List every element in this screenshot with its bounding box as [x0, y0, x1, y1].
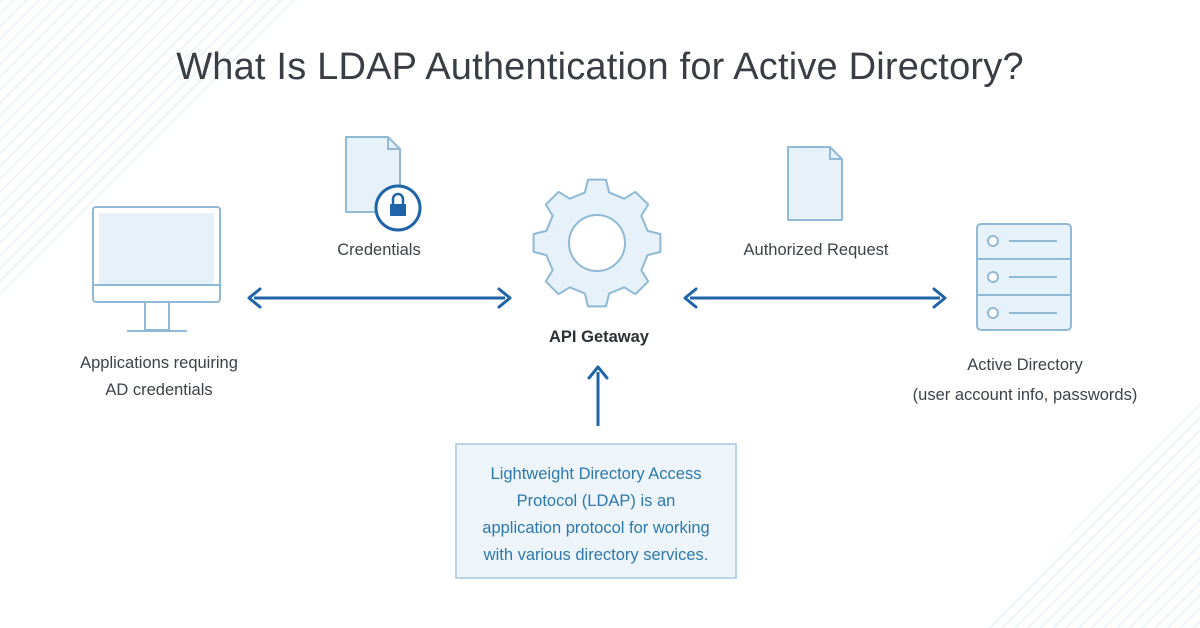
- hatch-bottom-right: [980, 400, 1200, 628]
- active-directory-line-2: (user account info, passwords): [912, 386, 1138, 404]
- document-icon: [787, 146, 843, 221]
- edge-label-credentials: Credentials: [337, 241, 421, 259]
- server-icon: [976, 223, 1072, 331]
- node-label-active-directory: Active Directory (user account info, pas…: [890, 350, 1160, 410]
- up-arrow-icon: [587, 365, 609, 426]
- monitor-icon: [92, 206, 221, 332]
- info-line-1: Lightweight Directory Access: [490, 465, 702, 483]
- double-arrow-icon: [683, 287, 947, 309]
- info-line-4: with various directory services.: [483, 546, 709, 564]
- info-line-3: application protocol for working: [482, 519, 710, 537]
- node-label-gateway: API Getaway: [549, 328, 649, 346]
- gear-icon: [532, 178, 662, 308]
- double-arrow-icon: [247, 287, 512, 309]
- applications-line-2: AD credentials: [105, 381, 213, 399]
- info-line-2: Protocol (LDAP) is an: [516, 492, 676, 510]
- page-title: What Is LDAP Authentication for Active D…: [176, 46, 1024, 88]
- node-label-applications: Applications requiring AD credentials: [50, 350, 268, 404]
- active-directory-line-1: Active Directory: [967, 356, 1083, 374]
- ldap-info-box: Lightweight Directory Access Protocol (L…: [455, 443, 737, 579]
- applications-line-1: Applications requiring: [80, 354, 238, 372]
- ldap-info-text: Lightweight Directory Access Protocol (L…: [457, 461, 735, 569]
- edge-label-authorized-request: Authorized Request: [743, 241, 889, 259]
- document-lock-icon: [345, 136, 422, 232]
- hatch-top-left: [0, 0, 300, 300]
